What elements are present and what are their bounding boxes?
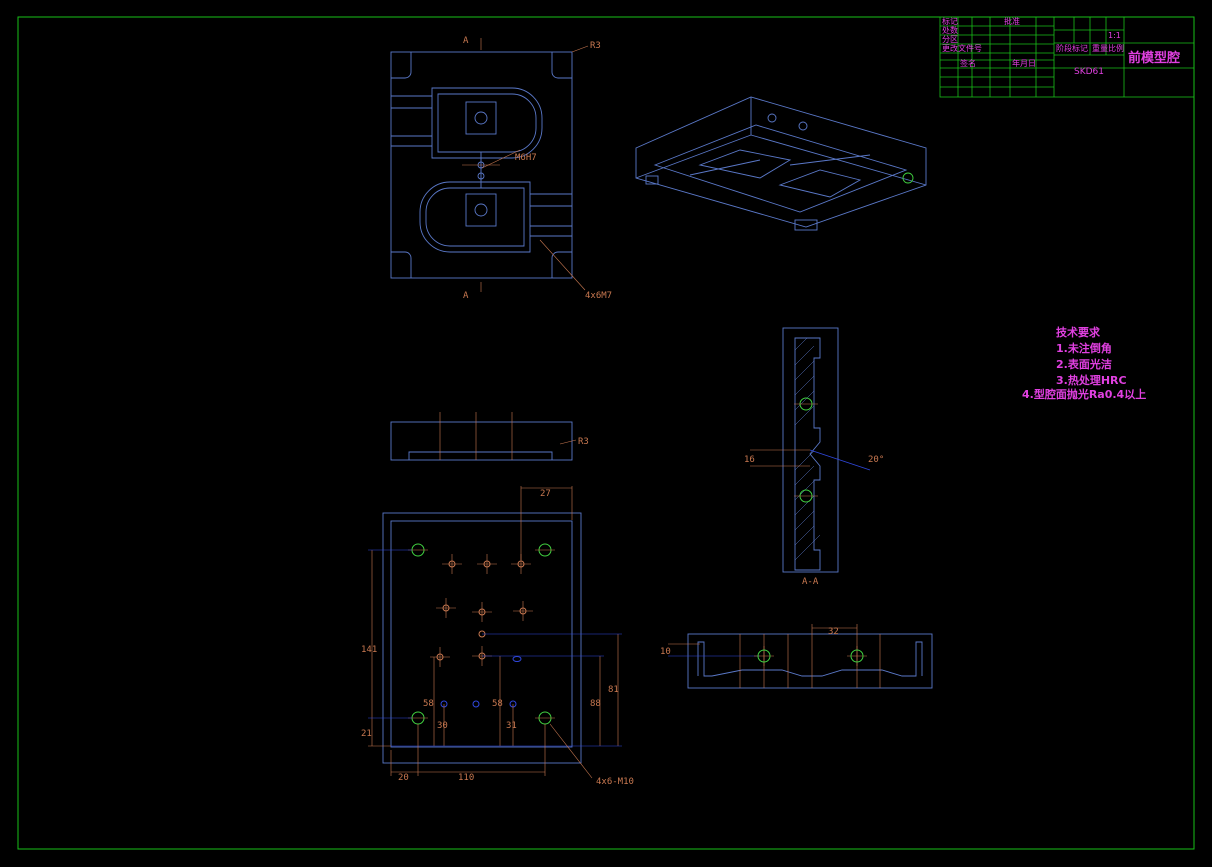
side-view bbox=[390, 421, 573, 461]
side-callout-r: R3 bbox=[578, 437, 589, 447]
front-dim-left: 10 bbox=[660, 647, 671, 657]
section-label: A-A bbox=[802, 577, 819, 587]
plan-callout-holes: 4x6M7 bbox=[585, 291, 612, 301]
bottom-dim-v2: 30 bbox=[437, 721, 448, 731]
bottom-callout-holes: 4x6-M10 bbox=[596, 777, 634, 787]
title-scale: 1:1 bbox=[1108, 31, 1121, 40]
bottom-dim-v1: 58 bbox=[423, 699, 434, 709]
bottom-view-dimensions bbox=[368, 486, 622, 779]
section-hatch bbox=[794, 337, 821, 561]
tech-note-1: 1.未注倒角 bbox=[1056, 341, 1112, 355]
section-dim-angle: 20° bbox=[868, 455, 884, 465]
title-approve: 批准 bbox=[1004, 16, 1020, 26]
tech-note-2: 2.表面光洁 bbox=[1056, 357, 1112, 371]
front-view bbox=[687, 633, 933, 689]
plan-section-mark-bottom: A bbox=[463, 291, 469, 301]
title-col-label-1: 阶段标记 bbox=[1056, 43, 1088, 53]
tech-note-title: 技术要求 bbox=[1056, 325, 1101, 339]
bottom-dim-v3: 58 bbox=[492, 699, 503, 709]
title-material: SKD61 bbox=[1074, 67, 1104, 77]
bottom-dim-right1: 88 bbox=[590, 699, 601, 709]
bottom-view-crosshairs bbox=[408, 549, 555, 719]
title-block bbox=[939, 16, 1195, 98]
drawing-frame bbox=[17, 16, 1195, 850]
bottom-dim-right2: 81 bbox=[608, 685, 619, 695]
front-view-lines bbox=[668, 624, 881, 688]
plan-callout-thread: M6H7 bbox=[515, 153, 537, 163]
front-dim-top: 32 bbox=[828, 627, 839, 637]
bottom-dim-bottom-left: 20 bbox=[398, 773, 409, 783]
front-view-holes bbox=[757, 649, 864, 663]
plan-callout-r: R3 bbox=[590, 41, 601, 51]
bottom-dim-v4: 31 bbox=[506, 721, 517, 731]
tech-note-3: 3.热处理HRC bbox=[1056, 373, 1127, 387]
side-view-lines bbox=[439, 412, 577, 460]
title-col-label-3: 比例 bbox=[1108, 43, 1124, 53]
bottom-dim-bottom-width: 110 bbox=[458, 773, 474, 783]
plan-section-mark-top: A bbox=[463, 36, 469, 46]
section-holes bbox=[750, 397, 871, 503]
bottom-dim-left-height: 141 bbox=[361, 645, 377, 655]
title-col-label-2: 重量 bbox=[1092, 43, 1108, 53]
title-row-label-6: 年月日 bbox=[1012, 58, 1036, 68]
section-dim-height: 16 bbox=[744, 455, 755, 465]
bottom-dim-top-width: 27 bbox=[540, 489, 551, 499]
title-row-label-2: 处数 bbox=[942, 25, 958, 35]
bottom-dim-left-bottom: 21 bbox=[361, 729, 372, 739]
plan-view-centerlines bbox=[462, 38, 589, 292]
title-row-label-4: 更改文件号 bbox=[942, 43, 982, 53]
title-row-label-3: 分区 bbox=[942, 35, 958, 44]
title-row-label-5: 签名 bbox=[960, 58, 976, 68]
title-row-label-1: 标记 bbox=[942, 16, 958, 26]
title-part-name: 前模型腔 bbox=[1128, 50, 1180, 66]
isometric-view bbox=[635, 96, 927, 231]
tech-note-4: 4.型腔面抛光Ra0.4以上 bbox=[1022, 387, 1146, 401]
